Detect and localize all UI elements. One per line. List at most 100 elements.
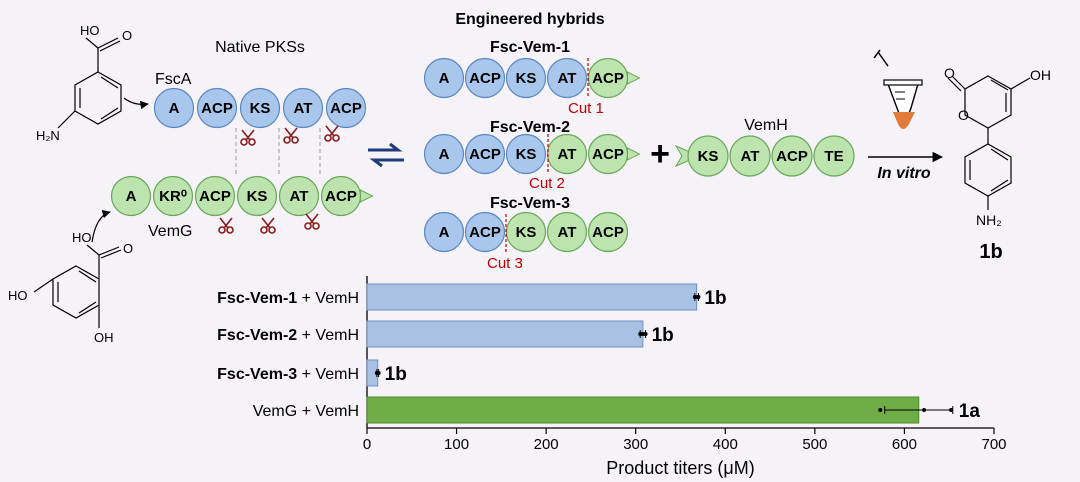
- data-point: [376, 371, 381, 375]
- native-pks-title: Native PKSs: [215, 39, 305, 56]
- domain-label: KS: [247, 188, 268, 205]
- vemg-label: VemG: [148, 223, 192, 240]
- domain-label: A: [439, 224, 450, 241]
- domain-label: KS: [516, 224, 537, 241]
- hybrid-3-name: Fsc-Vem-3: [490, 195, 570, 212]
- domain-label: ACP: [330, 100, 362, 117]
- scissors-icon: [324, 125, 340, 142]
- domain-label: AT: [294, 100, 313, 117]
- domain-label: ACP: [592, 224, 624, 241]
- scissors-icon: [240, 129, 256, 146]
- domain-kr: [152, 175, 194, 217]
- fsca-label: FscA: [155, 71, 192, 88]
- domain-label: ACP: [469, 70, 501, 87]
- equilibrium-arrow-icon: [368, 142, 404, 168]
- loading-arrow-vemg: [91, 210, 111, 243]
- domain-a: [423, 133, 465, 175]
- domain-label: AT: [558, 224, 577, 241]
- data-point: [878, 408, 883, 412]
- product-ring-o-label: O: [958, 107, 969, 123]
- scissors-icon: [283, 127, 299, 144]
- acid-hydroxyl-label: HO: [72, 230, 92, 245]
- domain-label: KS: [516, 146, 537, 163]
- product-1b-label: 1b: [979, 241, 1002, 263]
- cut-lines: [505, 58, 589, 254]
- hybrid-2-name: Fsc-Vem-2: [490, 119, 570, 136]
- engineered-hybrids-title: Engineered hybrids: [455, 11, 604, 28]
- bar: [366, 283, 698, 311]
- docking-tail-icon: [360, 189, 374, 203]
- in-vitro-label: In vitro: [877, 165, 931, 182]
- domain-acp: [464, 57, 506, 99]
- domain-label: ACP: [199, 188, 231, 205]
- domain-a: [423, 57, 465, 99]
- domain-label: A: [126, 188, 137, 205]
- cut-3-label: Cut 3: [487, 255, 523, 272]
- domain-label: KR⁰: [159, 188, 187, 205]
- domain-label: KS: [698, 148, 719, 165]
- x-tick-label: 400: [713, 436, 738, 453]
- x-tick-label: 100: [444, 436, 469, 453]
- domain-label: ACP: [201, 100, 233, 117]
- x-tick-label: 700: [981, 436, 1006, 453]
- x-tick-label: 200: [534, 436, 559, 453]
- ring-hydroxyl-left-label: HO: [8, 288, 28, 303]
- domain-acp: [464, 133, 506, 175]
- docking-tail-icon: [627, 147, 641, 161]
- plus-sign: +: [650, 135, 670, 173]
- cut-2-label: Cut 2: [529, 175, 565, 192]
- domain-a: [153, 87, 195, 129]
- bar-value-label: 1b: [385, 364, 407, 385]
- vemh-label: VemH: [744, 117, 788, 134]
- domain-at: [729, 135, 771, 177]
- domain-label: AT: [741, 148, 760, 165]
- bar: [366, 320, 644, 348]
- data-point: [922, 408, 927, 412]
- domain-acp: [771, 135, 813, 177]
- domain-at: [546, 57, 588, 99]
- x-tick-label: 0: [363, 436, 371, 453]
- domain-label: ACP: [592, 146, 624, 163]
- product-amine-label: NH₂: [976, 212, 1002, 228]
- scissors-icon: [304, 213, 320, 230]
- domain-ks: [236, 175, 278, 217]
- data-point: [949, 408, 954, 412]
- category-label: Fsc-Vem-1 + VemH: [217, 290, 359, 307]
- product-1b-structure: O OH O NH₂ 1b: [944, 65, 1051, 263]
- x-tick-label: 600: [892, 436, 917, 453]
- ring-hydroxyl-right-label: OH: [94, 330, 114, 345]
- domain-a: [110, 175, 152, 217]
- docking-tail-icon: [627, 71, 641, 85]
- domain-label: ACP: [325, 188, 357, 205]
- domain-acp: [194, 175, 236, 217]
- amine-label: H₂N: [36, 128, 60, 143]
- dihydroxybenzoic-acid-structure: HO O HO OH: [8, 230, 133, 345]
- domain-ks: [505, 133, 547, 175]
- microtube-icon: [873, 49, 923, 129]
- domain-label: ACP: [592, 70, 624, 87]
- bar-value-label: 1b: [704, 288, 726, 309]
- domain-label: TE: [824, 148, 843, 165]
- data-point: [643, 332, 648, 336]
- x-axis-label: Product titers (μM): [606, 458, 754, 478]
- domain-label: AT: [290, 188, 309, 205]
- aminobenzoic-acid-structure: HO O H₂N: [36, 23, 132, 143]
- domain-acp: [325, 87, 367, 129]
- alignment-guides: [235, 128, 321, 174]
- domain-te: [813, 135, 855, 177]
- domain-label: AT: [558, 70, 577, 87]
- domain-label: KS: [516, 70, 537, 87]
- domain-label: ACP: [469, 146, 501, 163]
- domain-acp: [464, 211, 506, 253]
- bar-value-label: 1a: [959, 401, 981, 422]
- category-label: Fsc-Vem-2 + VemH: [217, 327, 359, 344]
- domain-label: A: [439, 146, 450, 163]
- scissors-icon: [260, 217, 276, 234]
- cut-1-label: Cut 1: [568, 100, 604, 117]
- acid-carbonyl-label: O: [123, 241, 133, 256]
- vemh-docking-icon: [674, 144, 691, 168]
